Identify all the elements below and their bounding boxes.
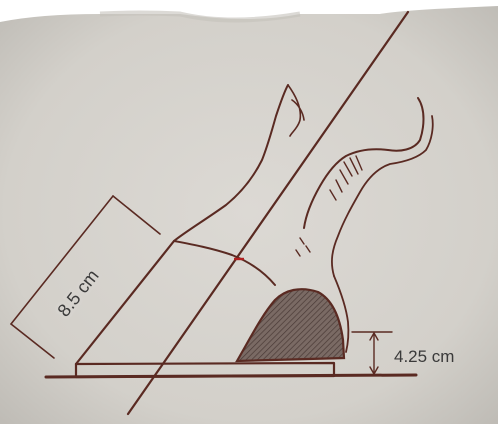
front-contour-line bbox=[74, 239, 176, 366]
back-contour bbox=[333, 275, 350, 353]
sole-plate bbox=[74, 361, 336, 379]
instep-curve bbox=[173, 240, 276, 286]
leg-outline bbox=[173, 84, 289, 242]
top-frame-shadow bbox=[99, 10, 301, 23]
toe-detail bbox=[287, 84, 305, 137]
extension-tick-lower bbox=[10, 323, 55, 359]
dimension-label-heel-height: 4.25 cm bbox=[394, 347, 454, 366]
back-small-strokes bbox=[295, 237, 311, 257]
heel-block bbox=[235, 288, 346, 363]
hand-shading bbox=[329, 155, 363, 201]
hand-outline bbox=[303, 97, 425, 229]
heel-height-arrow-head-top bbox=[369, 332, 379, 341]
dimension-line-heel-length bbox=[10, 195, 114, 325]
top-frame bbox=[0, 0, 498, 22]
hand-inner-line bbox=[331, 115, 434, 277]
heel-height-arrow-head-bottom bbox=[369, 366, 379, 375]
extension-tick-upper bbox=[112, 195, 161, 235]
diagonal-axis-line bbox=[126, 10, 410, 416]
